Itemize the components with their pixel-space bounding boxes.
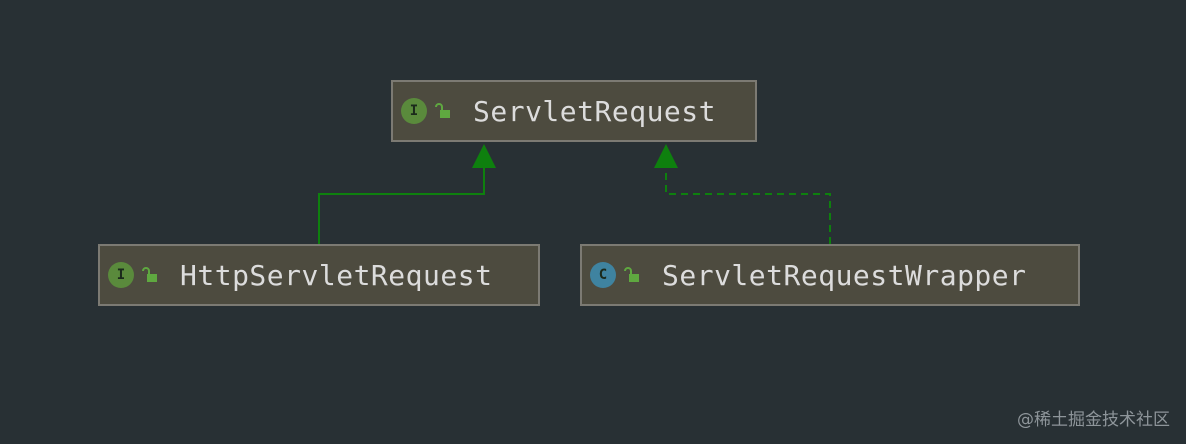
node-label: HttpServletRequest: [180, 258, 493, 292]
edge-wrapper-arrowhead: [654, 144, 678, 168]
node-servlet-request[interactable]: I ServletRequest: [391, 80, 757, 142]
edge-http-arrowhead: [472, 144, 496, 168]
edge-wrapper-to-servlet-request: [665, 166, 831, 244]
interface-badge-icon: I: [401, 98, 427, 124]
open-lock-icon: [435, 103, 450, 118]
node-label: ServletRequestWrapper: [662, 258, 1027, 292]
interface-badge-icon: I: [108, 262, 134, 288]
node-http-servlet-request[interactable]: I HttpServletRequest: [98, 244, 540, 306]
open-lock-icon: [624, 267, 639, 282]
open-lock-icon: [142, 267, 157, 282]
node-servlet-request-wrapper[interactable]: C ServletRequestWrapper: [580, 244, 1080, 306]
edge-http-to-servlet-request: [318, 166, 485, 244]
watermark: @稀土掘金技术社区: [1017, 410, 1170, 430]
node-label: ServletRequest: [473, 94, 717, 128]
class-badge-icon: C: [590, 262, 616, 288]
